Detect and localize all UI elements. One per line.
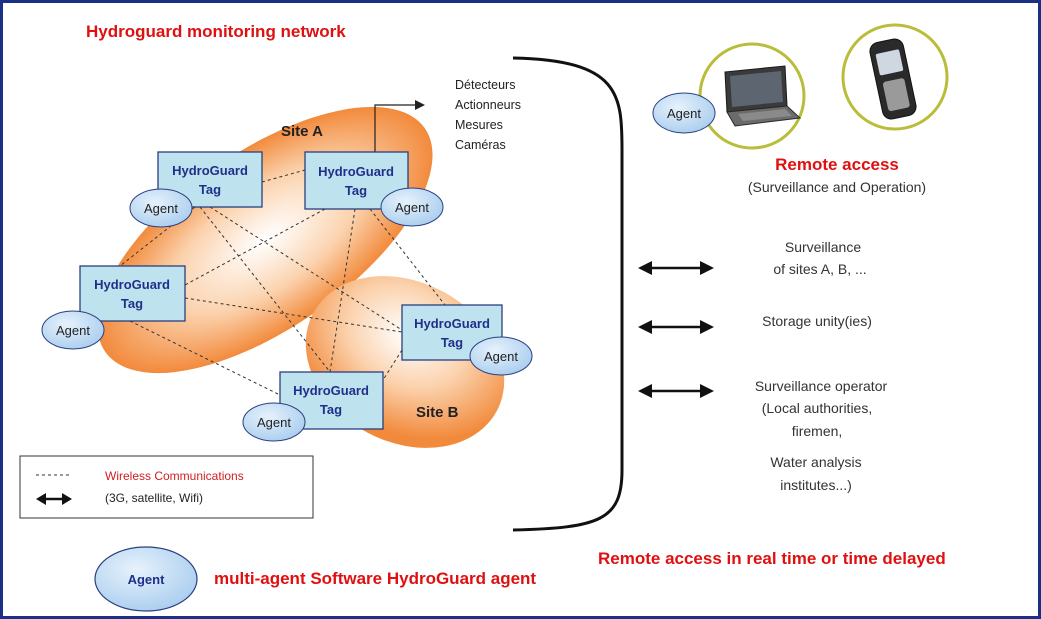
sensor-list: Détecteurs Actionneurs Mesures Caméras (455, 78, 521, 152)
tag-label: Tag (199, 182, 221, 197)
service-line: firemen, (792, 423, 843, 439)
double-arrow-icon (638, 384, 714, 398)
agent-ellipse: Agent (94, 546, 198, 612)
mobile-phone-icon (869, 38, 917, 120)
agent-label: Agent (484, 349, 518, 364)
agent-label: Agent (395, 200, 429, 215)
tag-label: HydroGuard (318, 164, 394, 179)
sensor-item: Caméras (455, 138, 506, 152)
legend-wireless-label: Wireless Communications (105, 469, 244, 483)
tag-box (79, 265, 186, 322)
tag-label: HydroGuard (414, 316, 490, 331)
tag-label: Tag (320, 402, 342, 417)
agent-label: Agent (144, 201, 178, 216)
agent-ellipse: Agent (129, 188, 193, 228)
agent-ellipse: Agent (41, 310, 105, 350)
tag-label: Tag (441, 335, 463, 350)
realtime-title: Remote access in real time or time delay… (598, 549, 946, 568)
tag-label: HydroGuard (94, 277, 170, 292)
bracket (512, 56, 624, 532)
sensor-connector (374, 104, 415, 152)
agent-ellipse: Agent (469, 336, 533, 376)
service-operator: Surveillance operator (Local authorities… (755, 378, 888, 493)
service-line: of sites A, B, ... (773, 261, 866, 277)
agent-ellipse: Agent (652, 92, 716, 134)
double-arrow-icon (638, 261, 714, 275)
service-line: Surveillance (785, 239, 861, 255)
service-line: (Local authorities, (762, 400, 873, 416)
site-a-label: Site A (281, 123, 323, 140)
network-title: Hydroguard monitoring network (86, 22, 346, 41)
service-line: Water analysis (770, 454, 861, 470)
double-arrow-icon (36, 493, 72, 505)
laptop-device (698, 42, 806, 150)
agent-ellipse: Agent (242, 402, 306, 442)
site-b-label: Site B (416, 404, 459, 421)
remote-access-subtitle: (Surveillance and Operation) (748, 179, 926, 195)
service-line: institutes...) (780, 477, 852, 493)
agent-label: Agent (128, 572, 166, 587)
service-surveillance: Surveillance of sites A, B, ... (773, 239, 866, 277)
tag-label: HydroGuard (172, 163, 248, 178)
legend: Wireless Communications (3G, satellite, … (19, 455, 314, 519)
tag-label: Tag (121, 296, 143, 311)
service-line: Storage unity(ies) (762, 313, 872, 329)
remote-access-title: Remote access (775, 155, 899, 174)
agent-ellipse: Agent (380, 187, 444, 227)
agent-label: Agent (257, 415, 291, 430)
service-storage: Storage unity(ies) (762, 313, 872, 329)
sensor-item: Mesures (455, 118, 503, 132)
agent-software-title: multi-agent Software HydroGuard agent (214, 569, 536, 588)
laptop-icon (724, 65, 802, 127)
arrow-head-icon (415, 100, 425, 110)
wireless-links (119, 169, 446, 396)
tag-label: Tag (345, 183, 367, 198)
agent-label: Agent (667, 106, 701, 121)
phone-device (841, 23, 949, 131)
legend-box (19, 455, 314, 519)
service-line: Surveillance operator (755, 378, 888, 394)
sensor-item: Détecteurs (455, 78, 515, 92)
hydroguard-tag-3: HydroGuard Tag (79, 265, 186, 322)
legend-links-label: (3G, satellite, Wifi) (105, 491, 203, 505)
sensor-item: Actionneurs (455, 98, 521, 112)
double-arrow-icon (638, 320, 714, 334)
tag-label: HydroGuard (293, 383, 369, 398)
agent-label: Agent (56, 323, 90, 338)
